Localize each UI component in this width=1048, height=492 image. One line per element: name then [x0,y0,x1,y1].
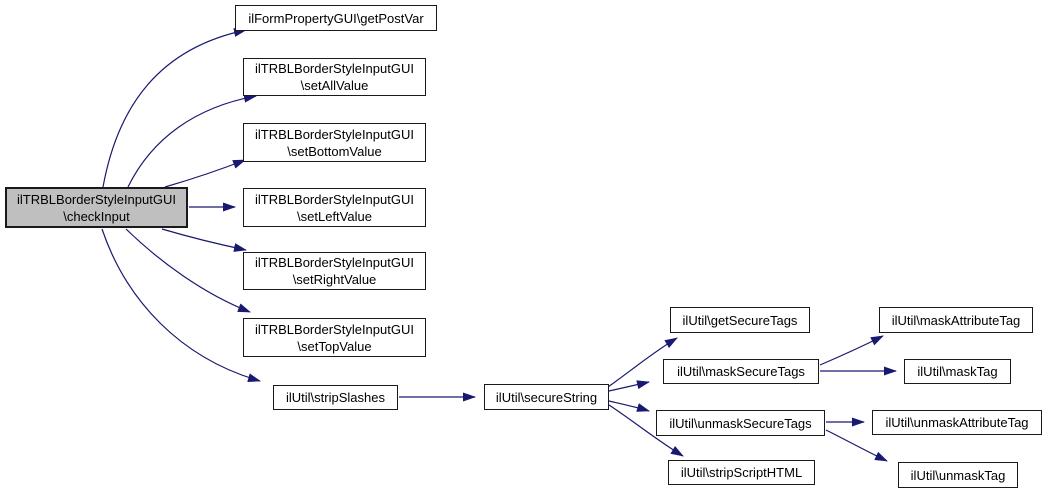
edge-checkinput-setbottomvalue [164,159,246,188]
node-unmask-secure-tags[interactable]: ilUtil\unmaskSecureTags [656,410,825,436]
node-check-input: ilTRBLBorderStyleInputGUI \checkInput [5,187,188,228]
node-strip-script-html[interactable]: ilUtil\stripScriptHTML [668,460,815,485]
edge-checkinput-settopvalue [125,228,251,313]
node-get-post-var[interactable]: ilFormPropertyGUI\getPostVar [235,5,437,31]
node-set-all-value[interactable]: ilTRBLBorderStyleInputGUI \setAllValue [243,58,426,96]
node-set-right-value[interactable]: ilTRBLBorderStyleInputGUI \setRightValue [243,252,426,290]
edge-securestring-stripscripthtml [608,404,684,457]
edge-checkinput-stripslashes [101,228,261,383]
node-mask-tag[interactable]: ilUtil\maskTag [904,359,1011,384]
node-mask-attribute-tag[interactable]: ilUtil\maskAttributeTag [879,307,1033,333]
edge-securestring-unmasksecuretags [608,400,650,412]
node-unmask-attribute-tag[interactable]: ilUtil\unmaskAttributeTag [872,410,1042,435]
edge-checkinput-setrightvalue [161,228,247,252]
edge-securestring-masksecuretags [608,380,650,392]
edge-checkinput-setallvalue [127,93,257,188]
edge-checkinput-getpostvar [102,28,247,188]
node-secure-string[interactable]: ilUtil\secureString [484,384,609,410]
node-strip-slashes[interactable]: ilUtil\stripSlashes [273,385,398,410]
node-set-left-value[interactable]: ilTRBLBorderStyleInputGUI \setLeftValue [243,188,426,227]
node-set-bottom-value[interactable]: ilTRBLBorderStyleInputGUI \setBottomValu… [243,123,426,162]
node-unmask-tag[interactable]: ilUtil\unmaskTag [898,462,1018,488]
node-mask-secure-tags[interactable]: ilUtil\maskSecureTags [663,359,819,384]
node-get-secure-tags[interactable]: ilUtil\getSecureTags [670,307,810,333]
node-set-top-value[interactable]: ilTRBLBorderStyleInputGUI \setTopValue [243,318,426,357]
edge-securestring-getsecuretags [607,337,678,388]
edge-masksecuretags-maskattributetag [819,335,884,366]
edge-unmasksecuretags-unmasktag [825,429,888,462]
